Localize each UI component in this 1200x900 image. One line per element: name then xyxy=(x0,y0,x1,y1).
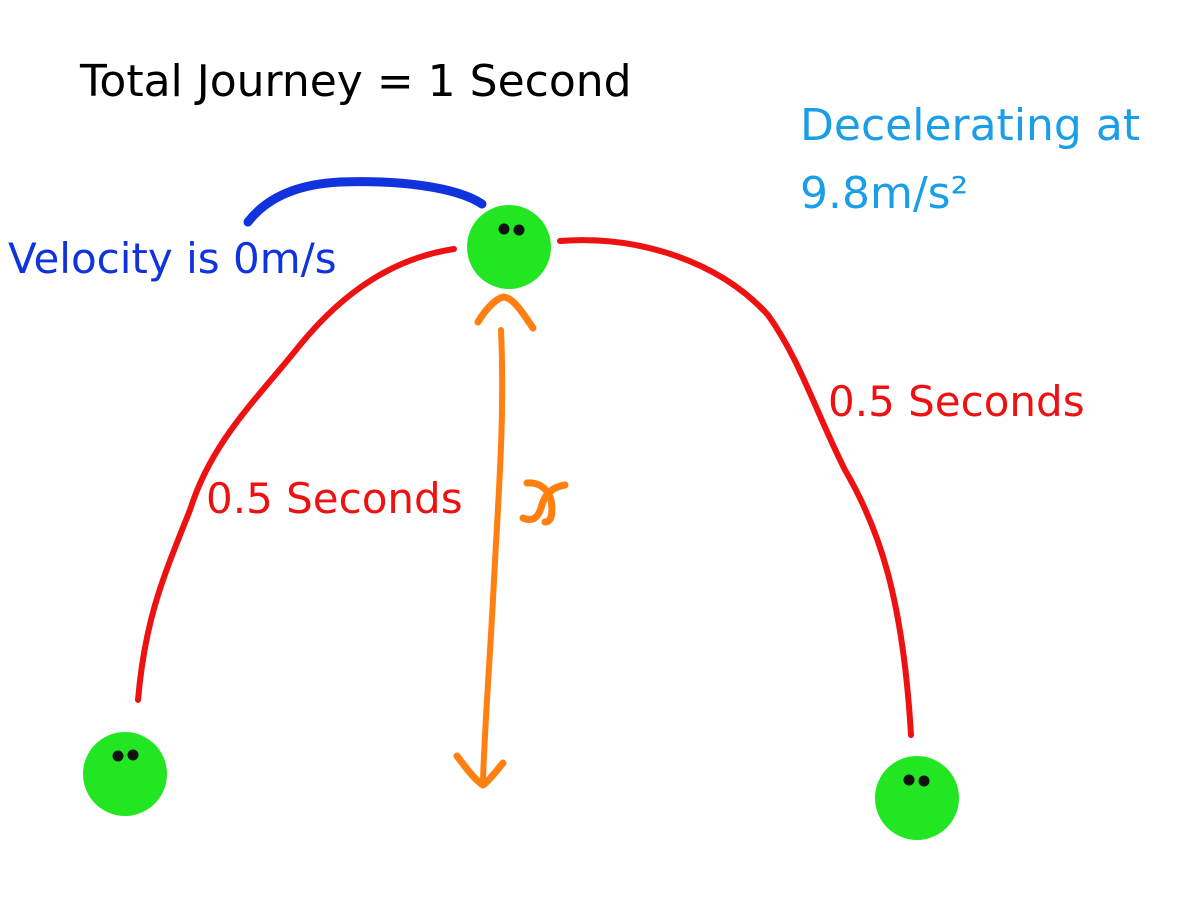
velocity-pointer-arc xyxy=(243,177,487,227)
eye-icon xyxy=(513,224,525,236)
velocity-label: Velocity is 0m/s xyxy=(8,234,337,283)
arrow-head-icon xyxy=(453,752,507,789)
ball-icon xyxy=(467,205,551,289)
diagram-title: Total Journey = 1 Second xyxy=(80,56,632,107)
time-label-left: 0.5 Seconds xyxy=(206,474,463,523)
trajectory-right xyxy=(557,237,914,738)
eye-icon xyxy=(112,750,124,762)
height-symbol-x xyxy=(519,479,569,526)
eye-icon xyxy=(918,775,930,787)
eye-icon xyxy=(903,774,915,786)
ball-icon xyxy=(83,732,167,816)
deceleration-label-line1: Decelerating at xyxy=(800,100,1141,151)
eye-icon xyxy=(498,223,510,235)
arrow-head-icon xyxy=(474,293,537,332)
trajectory-left xyxy=(135,246,457,703)
eye-icon xyxy=(127,749,139,761)
height-arrow-shaft xyxy=(480,327,506,783)
deceleration-label-line2: 9.8m/s² xyxy=(800,168,969,219)
ball-icon xyxy=(875,756,959,840)
time-label-right: 0.5 Seconds xyxy=(828,377,1085,426)
